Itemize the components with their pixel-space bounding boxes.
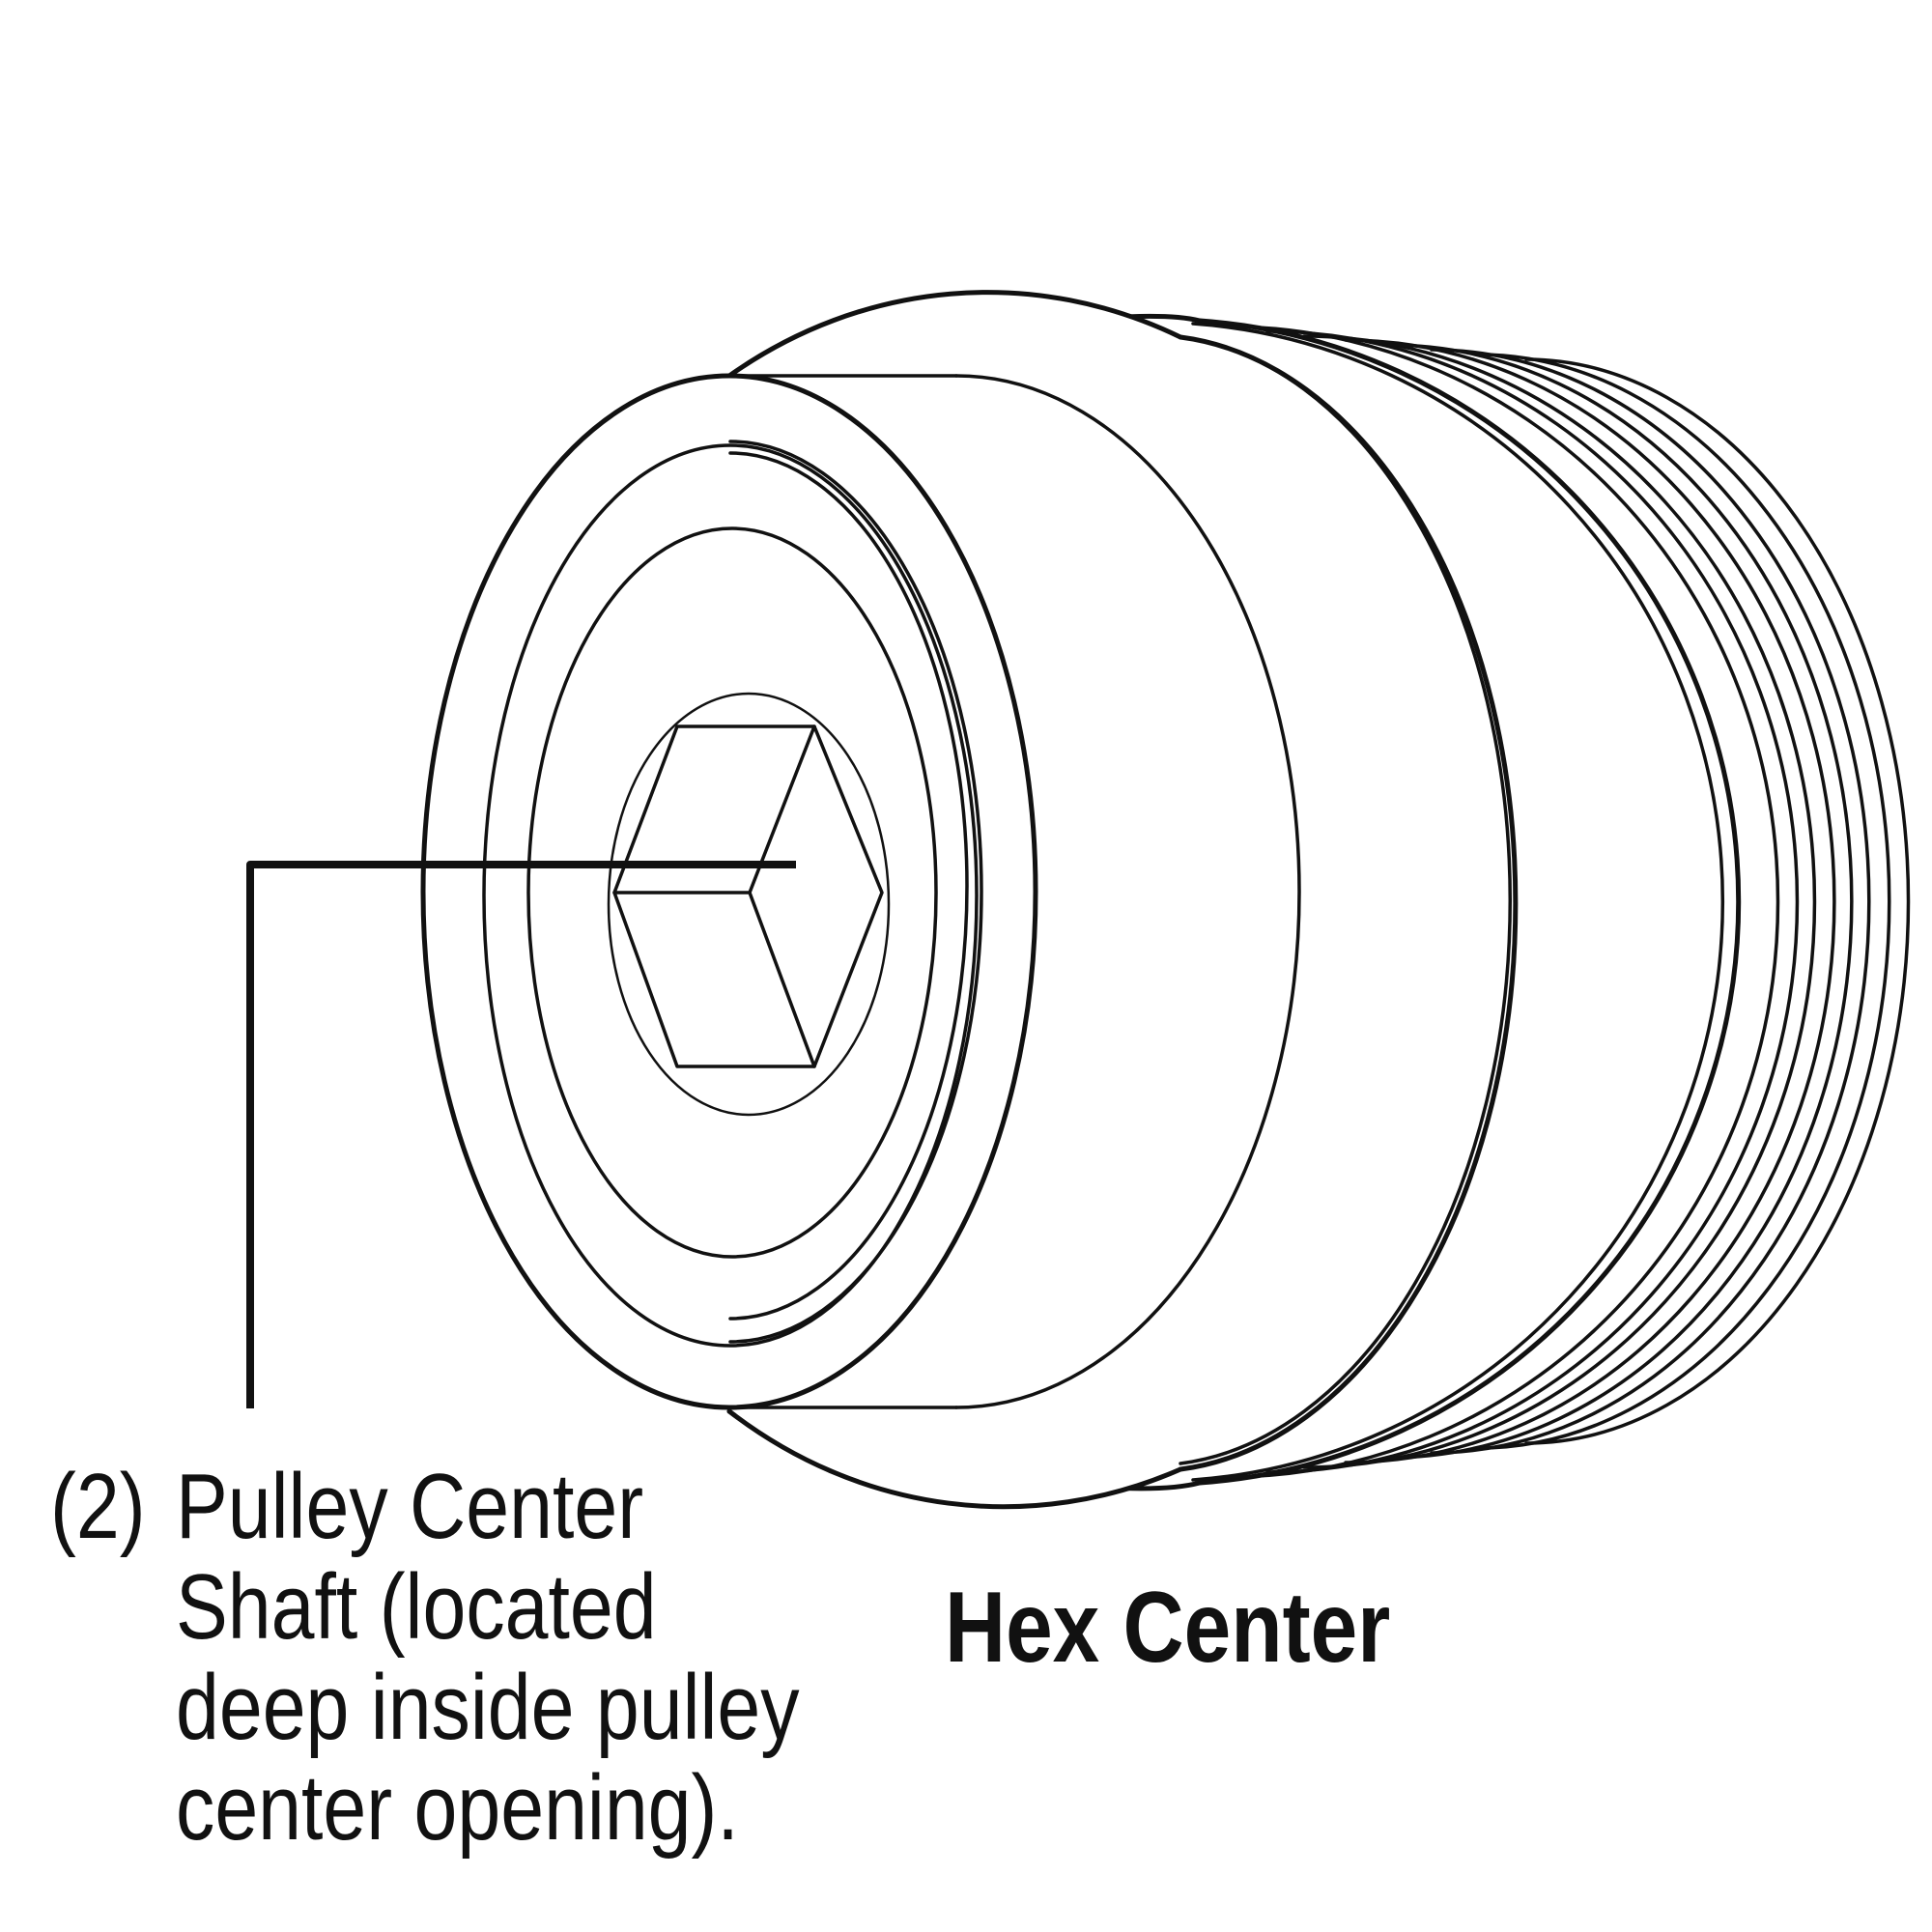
hex-shaft — [607, 692, 891, 1117]
callout-number: (2) — [50, 1455, 146, 1558]
callout-leader-line — [246, 861, 796, 1408]
callout-line: deep inside pulley — [176, 1656, 800, 1759]
pulley-grooves — [1191, 322, 1911, 1482]
callout-line: Pulley Center — [176, 1455, 644, 1558]
diagram-caption: Hex Center — [945, 1572, 1391, 1684]
callout-line: Shaft (located — [176, 1555, 657, 1659]
center-opening — [607, 692, 891, 1117]
callout-label: Pulley Center Shaft (located deep inside… — [176, 1457, 800, 1859]
callout-line: center opening). — [176, 1756, 739, 1860]
